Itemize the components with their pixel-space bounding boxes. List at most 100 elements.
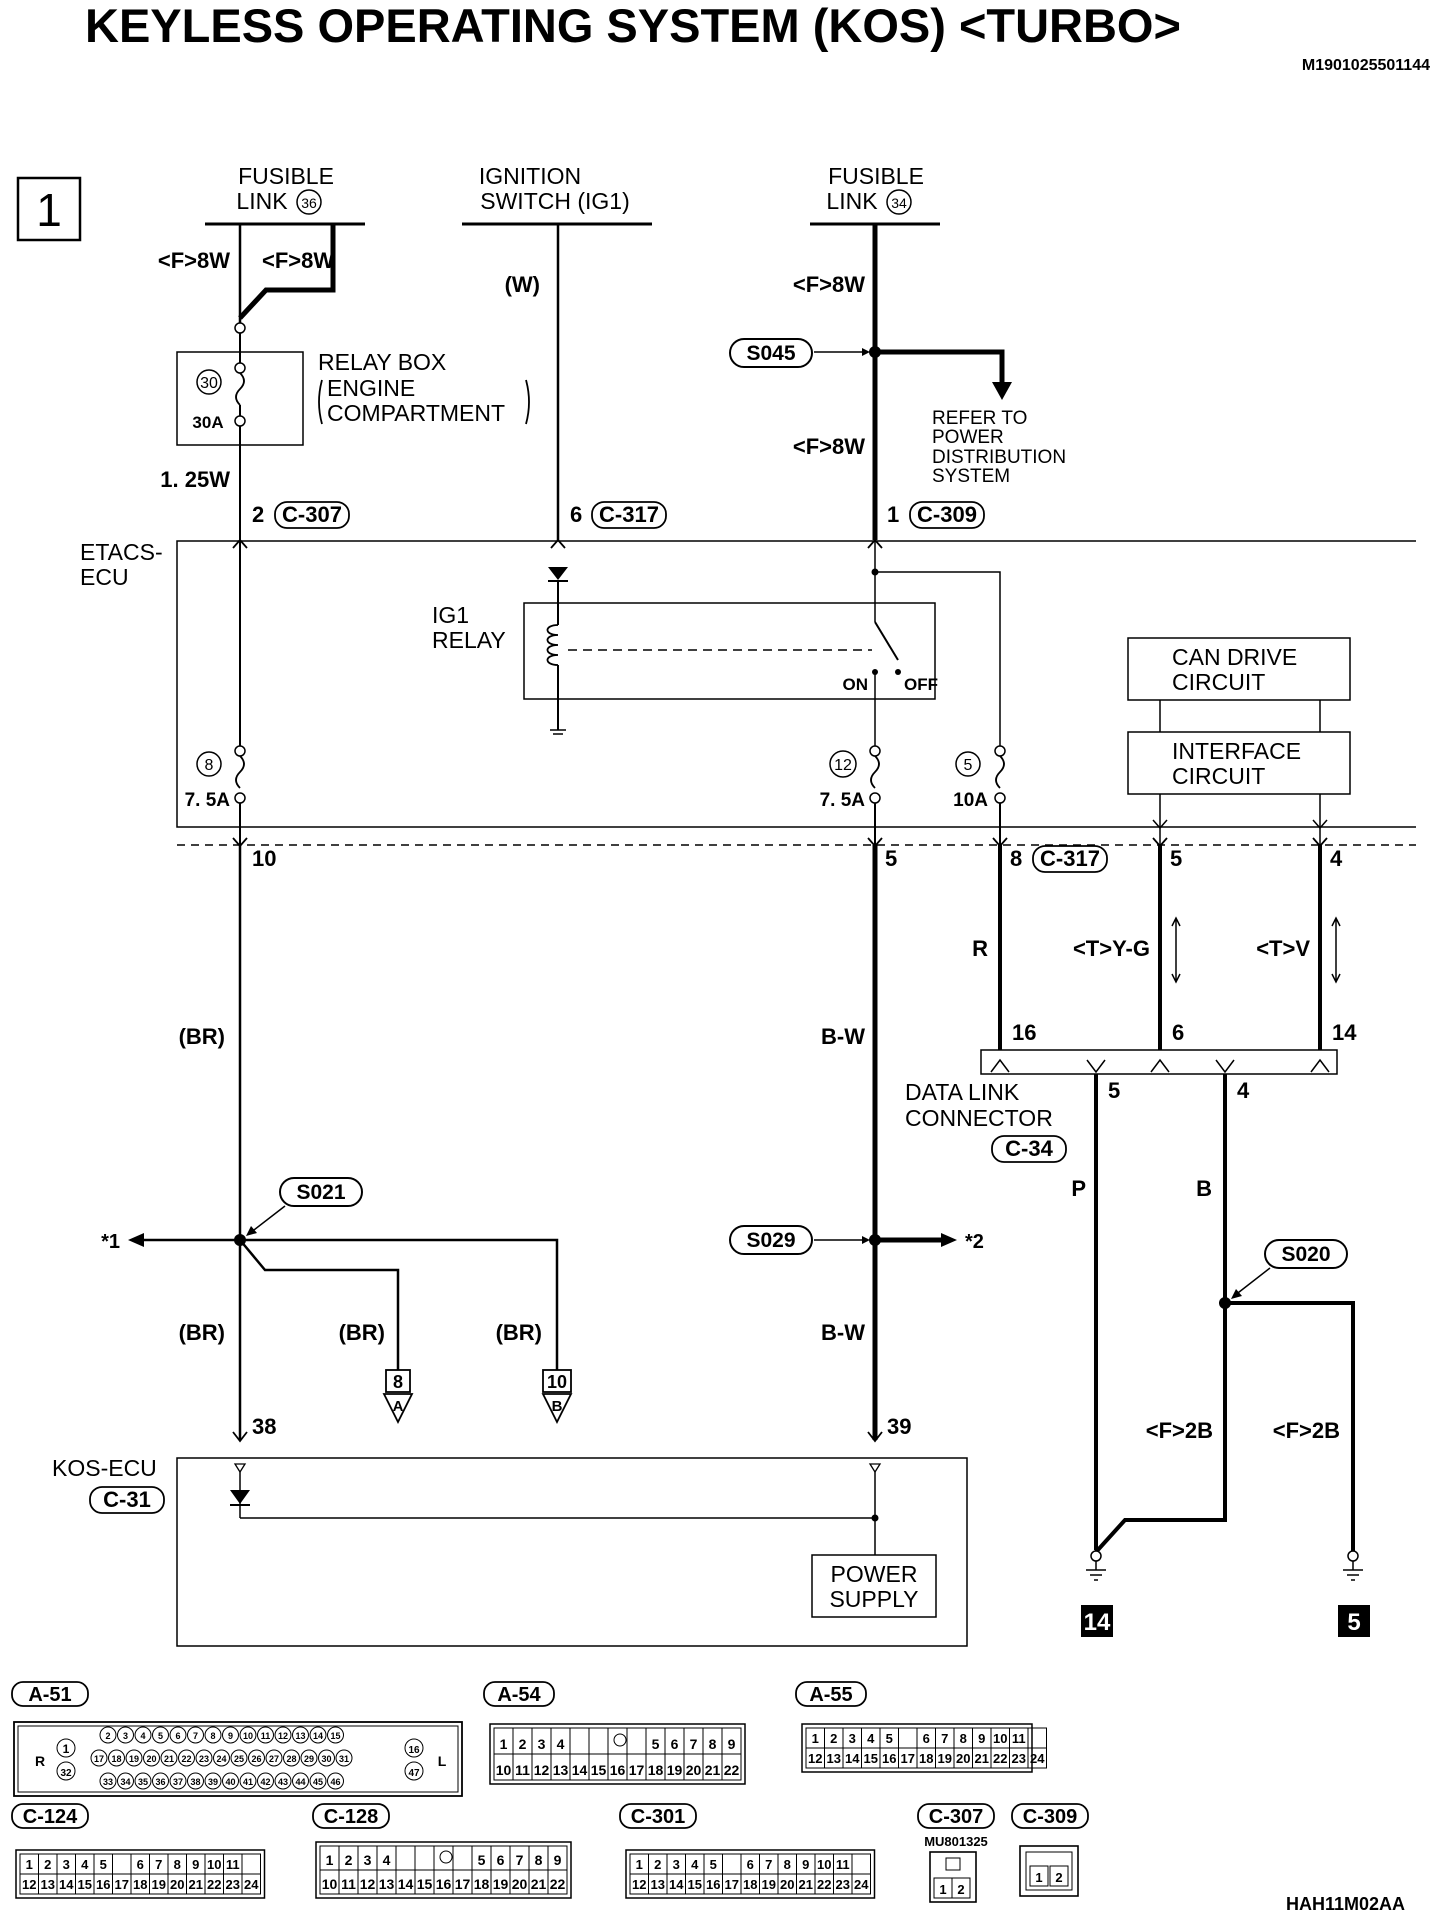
relay-box-fuse <box>235 372 245 406</box>
kos-pin-38: 38 <box>252 1414 276 1439</box>
relay-box-sub2: COMPARTMENT <box>327 400 505 426</box>
conn-c124-pin: 14 <box>59 1877 74 1892</box>
conn-a51-pin-label: 4 <box>140 1731 145 1741</box>
splice-s045-label: S045 <box>746 342 795 365</box>
conn-c301-pin: 8 <box>784 1857 791 1872</box>
conn-c301-pin: 18 <box>743 1877 757 1892</box>
conn-c309-face-outer <box>1019 1845 1079 1897</box>
can-drive-label1: CAN DRIVE <box>1172 644 1297 670</box>
fusible-link-36-label1: FUSIBLE <box>238 163 334 189</box>
fusible-link-34-circle <box>886 189 912 215</box>
ground-box-5 <box>1338 1605 1370 1637</box>
conn-c128-pin: 3 <box>364 1852 372 1868</box>
conn-a51-pin47 <box>404 1761 424 1781</box>
conn-c124-pin: 21 <box>189 1877 203 1892</box>
conn-c307-part: MU801325 <box>924 1834 988 1849</box>
dl-pin-14-icon <box>1310 1058 1330 1073</box>
conn-a54-pin: 22 <box>724 1762 740 1778</box>
conn-c128-pin: 10 <box>322 1876 338 1892</box>
conn-a51-pin-label: 35 <box>138 1777 148 1787</box>
conn-a51-pin <box>257 1726 274 1744</box>
conn-c124-pin: 16 <box>96 1877 110 1892</box>
kos-ecu-box <box>176 1457 968 1647</box>
splice-s045-arrowhead <box>862 348 870 356</box>
conn-a51-l: L <box>438 1753 447 1769</box>
conn-a51-pin <box>327 1772 344 1790</box>
conn-c317b-label: C-317 <box>1040 846 1100 871</box>
offpage-b-number: 10 <box>547 1372 567 1392</box>
kos-pin-39-inner <box>868 1463 882 1474</box>
conn-a55-pin: 21 <box>975 1751 989 1766</box>
fuse-8 <box>235 755 245 789</box>
conn-a55-pin: 6 <box>923 1731 930 1746</box>
conn-c128-pin: 12 <box>360 1876 376 1892</box>
relay-box-sub1: ENGINE <box>327 375 415 401</box>
conn-a55-cell <box>1027 1727 1047 1749</box>
conn-a54-cell <box>721 1753 742 1781</box>
fusible-link-34-label2: LINK <box>826 188 878 214</box>
etacs-label2: ECU <box>80 564 129 590</box>
conn-a51-pin <box>117 1726 134 1744</box>
conn-c307-key <box>945 1857 961 1871</box>
dl-pin-16-icon <box>990 1058 1010 1073</box>
conn-a51-pin <box>134 1726 152 1744</box>
fuse-12-top-terminal <box>869 745 881 757</box>
conn-c128-pin: 18 <box>474 1876 490 1892</box>
relay-box-left-paren <box>318 379 323 425</box>
wire-label-br1: (BR) <box>179 1024 225 1049</box>
conn-a51-pin-label: 17 <box>94 1754 104 1764</box>
conn-a51-pin-label: 25 <box>234 1754 244 1764</box>
conn-a51-pin-label: 28 <box>286 1754 296 1764</box>
conn-c128-pin: 13 <box>379 1876 395 1892</box>
conn-a51-pin-label: 44 <box>295 1777 305 1787</box>
conn-a51-pin <box>309 1726 327 1744</box>
conn-a51-pin-label: 11 <box>261 1731 271 1741</box>
wire-br-to-10b <box>240 1238 559 1370</box>
refer-note-line2: POWER <box>932 427 1004 448</box>
pin-c309: 1 <box>887 502 899 527</box>
ground-terminal-14 <box>1090 1550 1102 1562</box>
ig1-relay-label2: RELAY <box>432 627 506 653</box>
conn-a51-pin <box>108 1749 125 1767</box>
conn-a51-pin-label: 27 <box>269 1754 279 1764</box>
splice-s020-arrowhead <box>1231 1289 1242 1299</box>
fusible-link-36-label2: LINK <box>236 188 288 214</box>
conn-a51-pin <box>99 1726 117 1744</box>
conn-a51-pin-label: 31 <box>339 1754 349 1764</box>
fusible-link-34-label1: FUSIBLE <box>828 163 924 189</box>
conn-a51-outer <box>13 1721 463 1797</box>
ground-icon-14 <box>1086 1561 1106 1581</box>
conn-a54-pin: 13 <box>553 1762 569 1778</box>
conn-a51-pin <box>239 1772 257 1790</box>
conn-a51-pin-label: 3 <box>123 1731 128 1741</box>
conn-a51-pin-label: 24 <box>216 1754 226 1764</box>
conn-a55-pin: 15 <box>864 1751 878 1766</box>
conn-a55-pin: 2 <box>830 1731 837 1746</box>
conn-a54-pin: 8 <box>709 1736 717 1752</box>
kos-pin-39-chevron <box>867 1431 883 1443</box>
splice-s021-arrowhead <box>246 1226 257 1236</box>
conn-a51-pin <box>327 1726 344 1744</box>
fuse-12-amp: 7. 5A <box>820 790 866 811</box>
bottom-code: HAH11M02AA <box>1286 1894 1405 1914</box>
page-title: KEYLESS OPERATING SYSTEM (KOS) <TURBO> <box>85 0 1181 52</box>
conn-c309-pin: 2 <box>1055 1870 1062 1885</box>
data-link-label1: DATA LINK <box>905 1079 1020 1105</box>
wire-label-f8w-b: <F>8W <box>262 248 334 273</box>
conn-a55-pin: 23 <box>1012 1751 1026 1766</box>
ignition-switch-label2: SWITCH (IG1) <box>480 188 630 214</box>
conn-c124-pin: 3 <box>63 1857 70 1872</box>
conn-c124-pin: 20 <box>170 1877 184 1892</box>
conn-a51-pin-label: 43 <box>278 1777 288 1787</box>
conn-c307-pin: 1 <box>939 1882 946 1897</box>
arrow-right-icon <box>941 1233 957 1247</box>
relay-box-title: RELAY BOX <box>318 349 446 375</box>
wire-label-br2: (BR) <box>179 1320 225 1345</box>
conn-c128-pin: 17 <box>455 1876 471 1892</box>
wire-label-br3: (BR) <box>339 1320 385 1345</box>
conn-a51-pin <box>248 1749 265 1767</box>
conn-c31-box <box>89 1486 165 1514</box>
conn-a55-pin: 16 <box>882 1751 896 1766</box>
conn-a51-pin-label: 33 <box>103 1777 113 1787</box>
c317-chevron <box>550 538 566 549</box>
